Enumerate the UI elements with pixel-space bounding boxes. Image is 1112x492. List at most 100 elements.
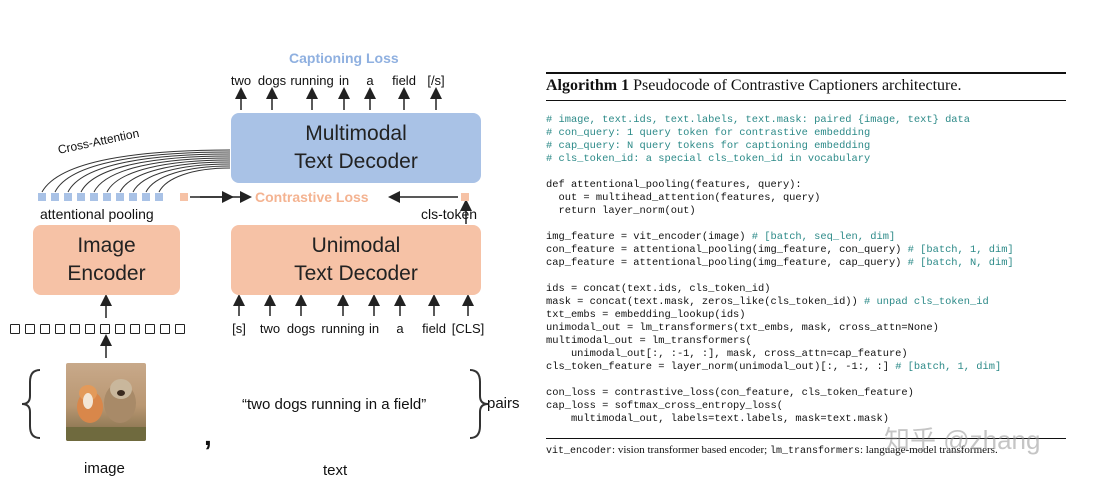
code-line: cap_feature = attentional_pooling(img_fe… xyxy=(546,257,1014,270)
input-token: running xyxy=(321,321,365,336)
image-patch xyxy=(115,324,125,334)
attentional-pooling-label: attentional pooling xyxy=(40,206,154,222)
code-line: ids = concat(text.ids, cls_token_id) xyxy=(546,283,770,296)
code-line-text: txt_embs = embedding_lookup(ids) xyxy=(546,309,746,321)
code-line-text: unimodal_out = lm_transformers(txt_embs,… xyxy=(546,322,939,334)
code-line: return layer_norm(out) xyxy=(546,205,696,218)
code-line: multimodal_out, labels=text.labels, mask… xyxy=(546,413,889,426)
cls-token-square xyxy=(461,193,469,201)
footnote-code-vit: vit_encoder xyxy=(546,446,613,457)
code-line: cap_loss = softmax_cross_entropy_loss( xyxy=(546,400,783,413)
output-token: a xyxy=(366,73,374,88)
contrastive-pooling-token xyxy=(180,193,188,201)
pooling-token xyxy=(155,193,163,201)
input-token: field xyxy=(422,321,446,336)
footnote-text-vit: : vision transformer based encoder; xyxy=(612,444,770,456)
output-token: two xyxy=(230,73,252,88)
code-line: # con_query: 1 query token for contrasti… xyxy=(546,127,870,140)
code-line-text: multimodal_out, labels=text.labels, mask… xyxy=(546,413,889,425)
output-token: in xyxy=(338,73,350,88)
input-token: dogs xyxy=(286,321,316,336)
code-line: con_feature = attentional_pooling(img_fe… xyxy=(546,244,1014,257)
code-line-text: cap_feature = attentional_pooling(img_fe… xyxy=(546,257,902,269)
image-patch xyxy=(130,324,140,334)
pooling-token xyxy=(116,193,124,201)
code-line: out = multihead_attention(features, quer… xyxy=(546,192,820,205)
code-line: cls_token_feature = layer_norm(unimodal_… xyxy=(546,361,1001,374)
code-inline-comment: # [batch, 1, dim] xyxy=(888,361,1002,373)
code-line-text: con_feature = attentional_pooling(img_fe… xyxy=(546,244,902,256)
algorithm-title: Algorithm 1 Pseudocode of Contrastive Ca… xyxy=(546,77,961,95)
code-line-text: return layer_norm(out) xyxy=(546,205,696,217)
dogs-photo xyxy=(66,363,146,441)
text-label: text xyxy=(323,462,348,479)
comma-separator: , xyxy=(204,420,212,451)
image-encoder-line2: Encoder xyxy=(67,262,146,285)
code-line-text: # cls_token_id: a special cls_token_id i… xyxy=(546,153,871,165)
contrastive-loss-label: Contrastive Loss xyxy=(255,189,369,205)
code-line-text: ids = concat(text.ids, cls_token_id) xyxy=(546,283,771,295)
pooling-token xyxy=(77,193,85,201)
pairs-label: pairs xyxy=(487,395,520,412)
code-line: img_feature = vit_encoder(image) # [batc… xyxy=(546,231,895,244)
diagram-arrows xyxy=(21,87,489,439)
pooling-token xyxy=(103,193,111,201)
coca-architecture-diagram: Captioning Loss two dogs running in a fi… xyxy=(0,0,530,492)
input-token: [CLS] xyxy=(451,321,485,336)
code-inline-comment: # [batch, N, dim] xyxy=(901,257,1014,269)
image-patch xyxy=(100,324,110,334)
output-token: running xyxy=(290,73,334,88)
input-token: two xyxy=(259,321,281,336)
input-token: a xyxy=(396,321,404,336)
code-line: unimodal_out[:, :-1, :], mask, cross_att… xyxy=(546,348,908,361)
code-line-text: # image, text.ids, text.labels, text.mas… xyxy=(546,114,971,126)
unimodal-text-decoder: Unimodal Text Decoder xyxy=(231,225,481,295)
image-encoder-line1: Image xyxy=(77,234,136,257)
multimodal-line1: Multimodal xyxy=(305,122,407,145)
code-line: # cls_token_id: a special cls_token_id i… xyxy=(546,153,870,166)
pooling-token xyxy=(142,193,150,201)
code-line-text: # con_query: 1 query token for contrasti… xyxy=(546,127,871,139)
algorithm-number: Algorithm 1 xyxy=(546,77,630,94)
watermark: 知乎 @zhang xyxy=(884,425,1041,455)
code-line-text: out = multihead_attention(features, quer… xyxy=(546,192,821,204)
code-line: multimodal_out = lm_transformers( xyxy=(546,335,752,348)
image-patch xyxy=(160,324,170,334)
code-line: # cap_query: N query tokens for captioni… xyxy=(546,140,870,153)
algorithm-footnote: vit_encoder: vision transformer based en… xyxy=(546,444,998,457)
code-line-text: def attentional_pooling(features, query)… xyxy=(546,179,802,191)
image-patch xyxy=(85,324,95,334)
code-line-text: # cap_query: N query tokens for captioni… xyxy=(546,140,871,152)
image-patch xyxy=(70,324,80,334)
pooling-token xyxy=(129,193,137,201)
pooling-token xyxy=(64,193,72,201)
image-patch xyxy=(10,324,20,334)
captioning-loss-label: Captioning Loss xyxy=(289,50,399,66)
image-label: image xyxy=(84,460,125,477)
footnote-code-lm: lm_transformers xyxy=(769,446,860,457)
image-patch xyxy=(55,324,65,334)
code-inline-comment: # unpad cls_token_id xyxy=(857,296,989,308)
code-inline-comment: # [batch, seq_len, dim] xyxy=(745,231,896,243)
input-token: in xyxy=(368,321,380,336)
code-line-text: mask = concat(text.mask, zeros_like(cls_… xyxy=(546,296,858,308)
code-line: unimodal_out = lm_transformers(txt_embs,… xyxy=(546,322,939,335)
unimodal-line1: Unimodal xyxy=(311,234,401,257)
multimodal-text-decoder: Multimodal Text Decoder xyxy=(231,113,481,183)
code-inline-comment: # [batch, 1, dim] xyxy=(901,244,1014,256)
cls-token-label: cls-token xyxy=(421,206,478,222)
algorithm-mid-rule xyxy=(546,100,1066,101)
output-token: [/s] xyxy=(427,73,445,88)
caption-text: “two dogs running in a field” xyxy=(242,396,427,413)
code-line: txt_embs = embedding_lookup(ids) xyxy=(546,309,746,322)
image-patch xyxy=(40,324,50,334)
unimodal-line2: Text Decoder xyxy=(294,262,418,285)
code-line-text: cap_loss = softmax_cross_entropy_loss( xyxy=(546,400,783,412)
algorithm-caption: Pseudocode of Contrastive Captioners arc… xyxy=(633,77,962,94)
algorithm-bottom-rule xyxy=(546,438,1066,439)
pooling-token xyxy=(51,193,59,201)
algorithm-top-rule xyxy=(546,72,1066,74)
multimodal-line2: Text Decoder xyxy=(294,150,418,173)
code-line: con_loss = contrastive_loss(con_feature,… xyxy=(546,387,914,400)
code-line-text: cls_token_feature = layer_norm(unimodal_… xyxy=(546,361,889,373)
